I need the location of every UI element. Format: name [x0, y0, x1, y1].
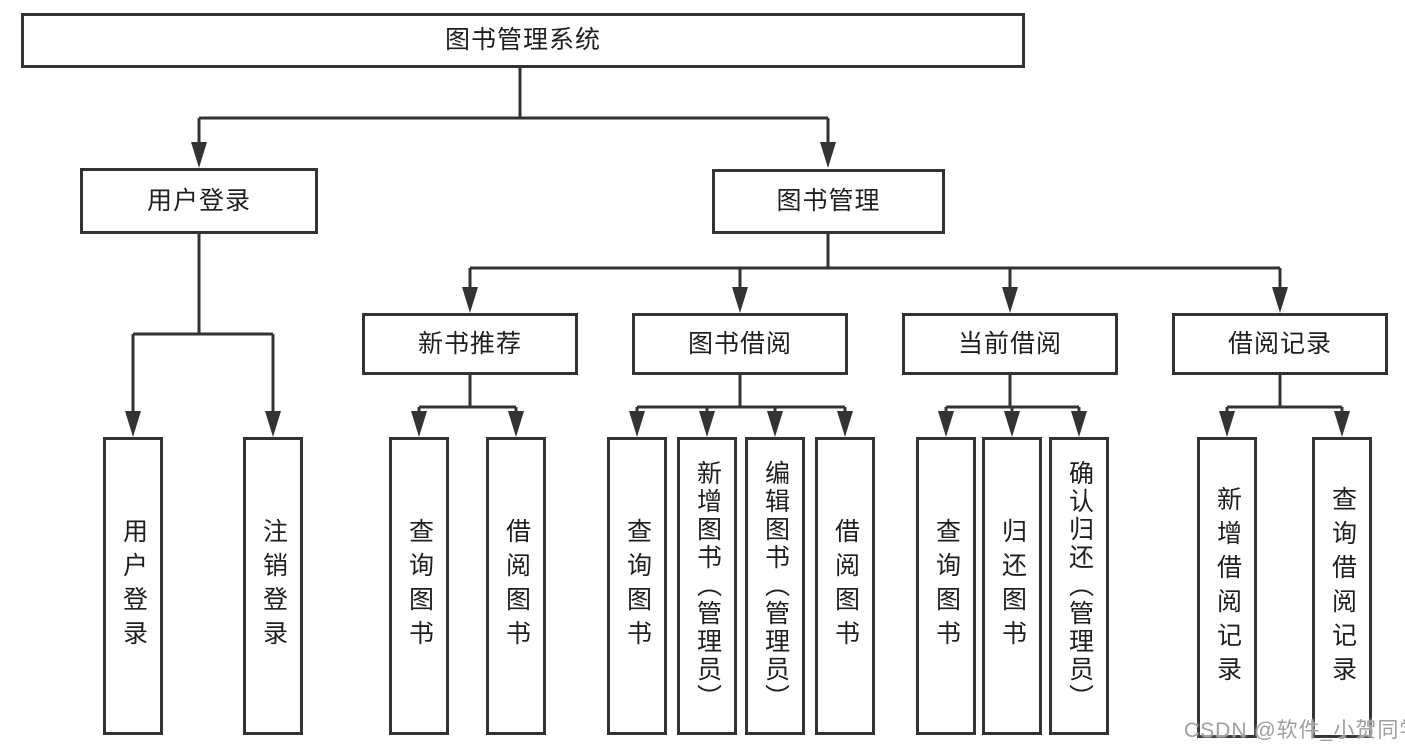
- node-user-login: 用户登录: [80, 168, 318, 234]
- leaf-logout-login: 注销登录: [243, 437, 303, 735]
- leaf-edit-books-admin: 编辑图书（管理员）: [745, 437, 805, 735]
- node-new-book-recommend: 新书推荐: [362, 313, 578, 375]
- connector-book-management-to-level3: [462, 234, 1288, 313]
- node-book-borrow: 图书借阅: [632, 313, 848, 375]
- node-book-management: 图书管理: [712, 169, 945, 234]
- node-borrow-records: 借阅记录: [1172, 313, 1388, 375]
- connector-book-borrow-to-leaves: [629, 375, 853, 437]
- arrowhead-icon: [629, 411, 645, 437]
- connector-new-book-to-leaves: [411, 375, 524, 437]
- connector-user-login-to-leaves: [125, 234, 281, 437]
- connector-current-borrow-to-leaves: [938, 375, 1087, 437]
- leaf-add-borrow-record: 新增借阅记录: [1197, 437, 1257, 738]
- arrowhead-icon: [125, 411, 141, 437]
- node-root: 图书管理系统: [21, 13, 1025, 68]
- leaf-query-books-borrow: 查询图书: [607, 437, 667, 735]
- arrowhead-icon: [1334, 411, 1350, 437]
- arrowhead-icon: [837, 411, 853, 437]
- leaf-borrow-books-borrow: 借阅图书: [815, 437, 875, 735]
- arrowhead-icon: [462, 287, 478, 313]
- arrowhead-icon: [938, 411, 954, 437]
- leaf-confirm-return-admin: 确认归还（管理员）: [1049, 437, 1109, 735]
- arrowhead-icon: [767, 411, 783, 437]
- arrowhead-icon: [1071, 411, 1087, 437]
- arrowhead-icon: [265, 411, 281, 437]
- connector-root-to-level2: [191, 68, 836, 168]
- arrowhead-icon: [1272, 287, 1288, 313]
- leaf-query-borrow-record: 查询借阅记录: [1312, 437, 1372, 738]
- arrowhead-icon: [732, 287, 748, 313]
- watermark: CSDN @软件_小贺同学: [1184, 719, 1405, 742]
- connector-borrow-records-to-leaves: [1219, 375, 1350, 437]
- leaf-query-books-current: 查询图书: [916, 437, 976, 735]
- arrowhead-icon: [508, 411, 524, 437]
- arrowhead-icon: [699, 411, 715, 437]
- leaf-user-login: 用户登录: [103, 437, 163, 735]
- leaf-add-books-admin: 新增图书（管理员）: [677, 437, 737, 735]
- arrowhead-icon: [411, 411, 427, 437]
- leaf-return-books: 归还图书: [982, 437, 1042, 735]
- arrowhead-icon: [191, 142, 207, 168]
- arrowhead-icon: [820, 142, 836, 168]
- leaf-borrow-books-newbook: 借阅图书: [486, 437, 546, 735]
- arrowhead-icon: [1004, 411, 1020, 437]
- node-current-borrow: 当前借阅: [902, 313, 1118, 375]
- leaf-query-books-newbook: 查询图书: [389, 437, 449, 735]
- arrowhead-icon: [1002, 287, 1018, 313]
- arrowhead-icon: [1219, 411, 1235, 437]
